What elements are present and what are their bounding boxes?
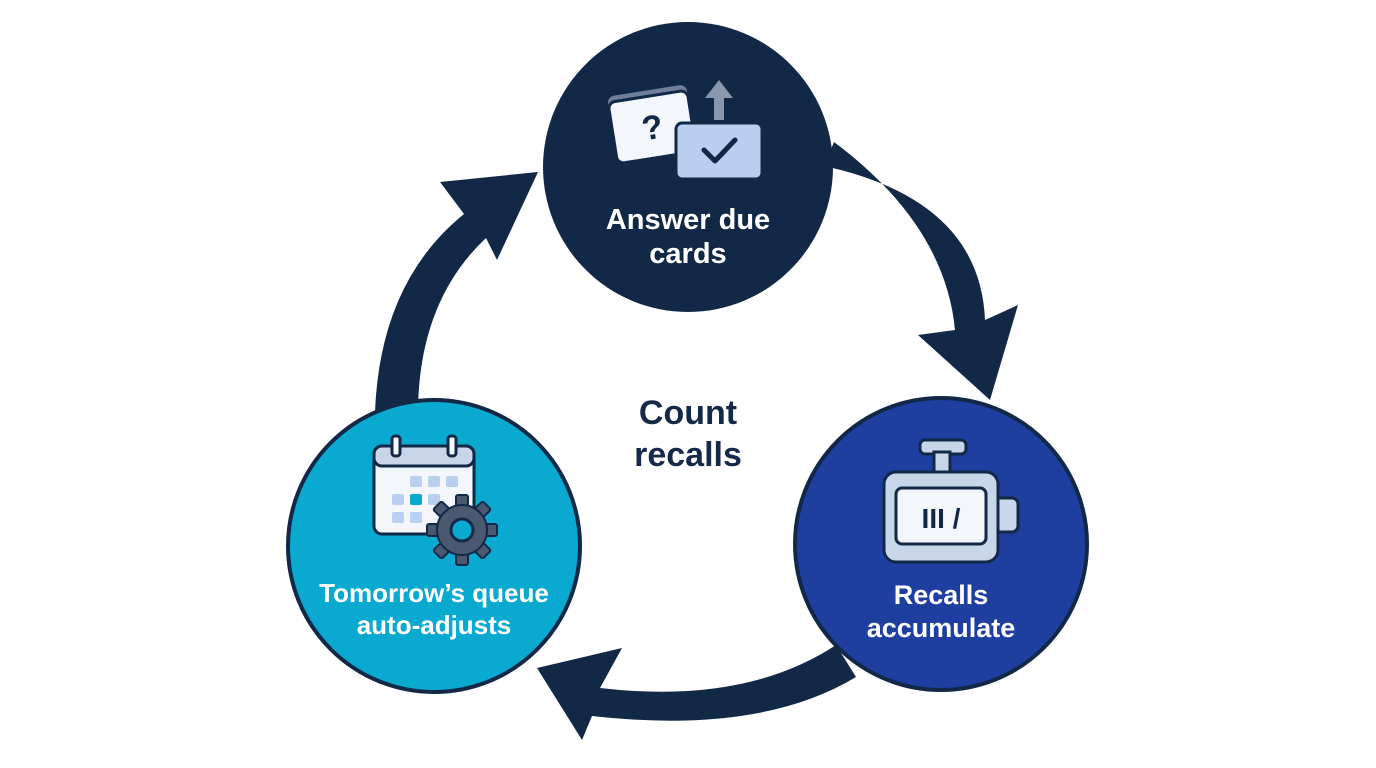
node-recalls-label-line1: Recalls — [894, 580, 989, 610]
calendar-gear-icon — [372, 434, 498, 566]
cycle-arrows — [375, 142, 1018, 740]
node-recalls-accumulate: III / Recalls accumulate — [793, 396, 1089, 692]
tally-counter-icon: III / — [882, 438, 1020, 564]
counter-display-text: III / — [922, 503, 961, 534]
node-queue-label-line1: Tomorrow’s queue — [319, 578, 549, 608]
arrow-recalls-to-queue — [537, 645, 856, 740]
center-label-line1: Count — [639, 394, 737, 432]
node-answer-label-line1: Answer due — [606, 204, 770, 236]
node-answer-label-line2: cards — [649, 238, 726, 270]
center-label-line2: recalls — [634, 436, 742, 474]
node-queue-circle — [286, 398, 582, 694]
flashcards-check-icon: ? — [607, 80, 764, 181]
node-recalls-label-line2: accumulate — [867, 613, 1016, 643]
arrow-answer-to-recalls — [824, 142, 1018, 400]
node-queue-label-line2: auto-adjusts — [357, 610, 512, 640]
node-tomorrows-queue: Tomorrow’s queue auto-adjusts — [286, 398, 582, 694]
node-answer-due-cards: ? Answer due cards — [543, 22, 833, 312]
arrow-queue-to-answer — [375, 172, 538, 412]
